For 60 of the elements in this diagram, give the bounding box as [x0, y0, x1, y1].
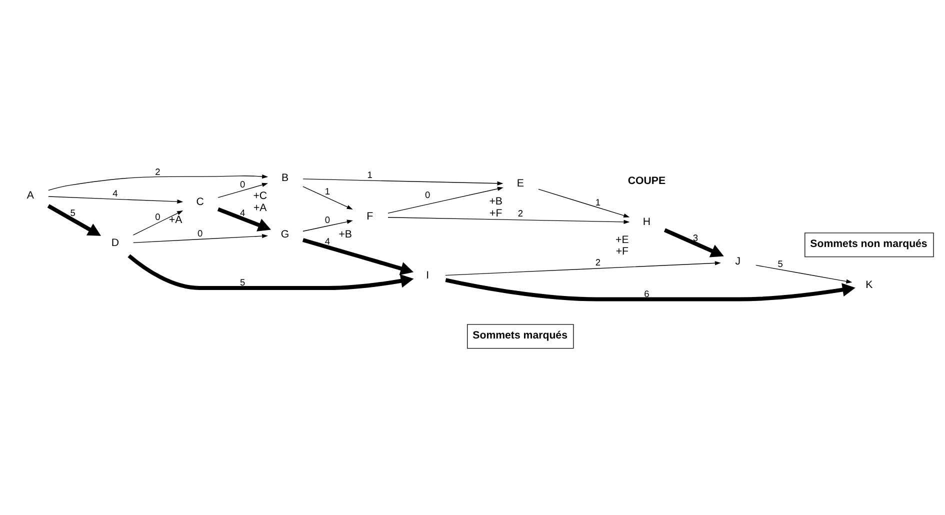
edge-label: 2	[594, 258, 600, 268]
node-text: C	[196, 196, 204, 208]
arrow	[302, 238, 414, 276]
node-text: F	[366, 210, 373, 223]
arrow	[387, 186, 503, 214]
node-text: G	[280, 228, 289, 240]
node-label: +B	[338, 228, 352, 240]
edge-label: 1	[324, 186, 330, 197]
arrow	[663, 228, 724, 258]
node-text: I	[426, 270, 429, 282]
arrow	[127, 254, 414, 290]
edge-label: 0	[324, 215, 330, 226]
node-label: +B	[488, 195, 502, 208]
node-label: +F	[489, 207, 502, 220]
node-text: H	[642, 216, 650, 228]
edge-label: 0	[154, 212, 160, 222]
arrow	[132, 234, 268, 244]
arrow	[302, 220, 352, 232]
edge-label: 6	[644, 288, 649, 299]
node-text: B	[280, 172, 288, 184]
arrow	[755, 264, 852, 284]
edge-label: 5	[70, 208, 75, 218]
edge-label: 1	[366, 170, 372, 180]
arrow	[48, 174, 268, 191]
node-text: K	[865, 278, 872, 291]
edge-label: 5	[777, 258, 782, 269]
label: COUPE	[627, 174, 666, 187]
arrow	[132, 210, 183, 236]
arrow	[302, 178, 503, 186]
arrow	[46, 204, 100, 236]
edge-label: 4	[324, 236, 330, 246]
node-label: +A	[253, 202, 266, 214]
node-label: +E	[615, 234, 628, 246]
edge-label: 0	[197, 228, 202, 238]
arrow	[444, 278, 855, 302]
edge-label: 0	[424, 190, 430, 200]
arrow	[217, 182, 268, 198]
arrow	[444, 261, 720, 276]
node-text: J	[734, 256, 740, 268]
node-box: Sommets non marqués	[804, 232, 934, 258]
node-label: +C	[252, 190, 267, 202]
arrow	[302, 186, 352, 210]
edge-label: 2	[517, 208, 522, 219]
node-text: A	[26, 189, 34, 202]
node-text: D	[110, 237, 119, 250]
edge-label: 0	[239, 179, 245, 190]
node-box: Sommets marqués	[466, 324, 574, 349]
node-label: +F	[615, 246, 628, 258]
node-label: +A	[168, 214, 182, 226]
arrow	[48, 196, 183, 204]
edge-label: 4	[239, 208, 245, 218]
edge-label: 5	[239, 277, 245, 288]
arrow	[387, 217, 630, 224]
edge-label: 1	[594, 197, 600, 208]
arrow	[216, 207, 271, 232]
edge-label: 3	[692, 233, 698, 244]
arrow	[538, 188, 630, 218]
node-text: E	[516, 177, 524, 190]
edge-label: 2	[154, 166, 160, 177]
edge-label: 4	[112, 188, 118, 199]
